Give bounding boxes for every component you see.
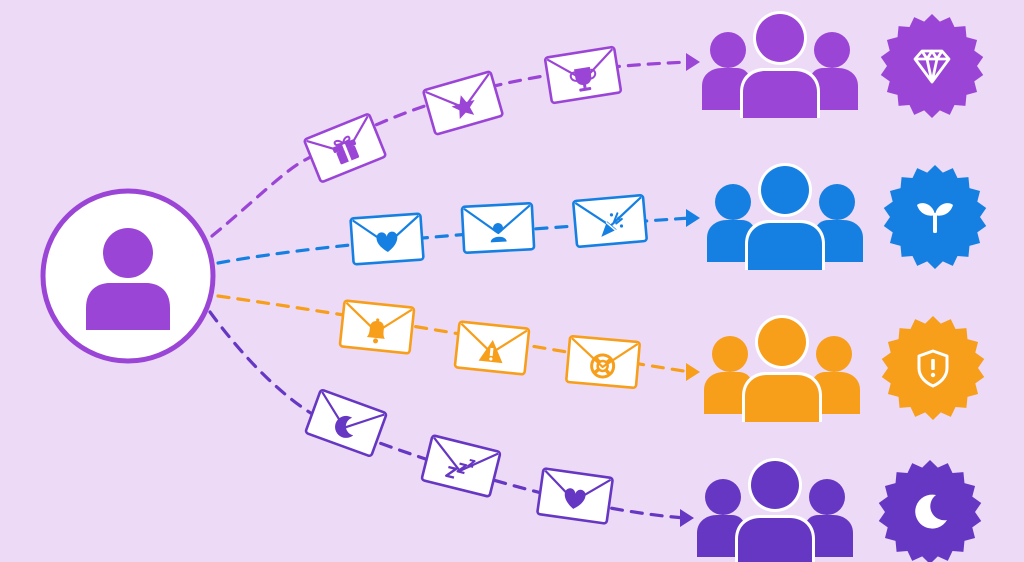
user-icon (86, 228, 170, 330)
lifebuoy-icon (590, 353, 616, 379)
arrow-head (686, 363, 700, 381)
sleep-zzz-icon (445, 458, 476, 479)
party-popper-icon (601, 212, 624, 237)
moon-icon (335, 415, 354, 438)
segment-badge (880, 14, 984, 118)
gift-icon (332, 135, 360, 165)
segment-badge (883, 165, 987, 269)
segment-vip (210, 11, 984, 238)
heart-icon (376, 231, 398, 252)
star-icon (451, 95, 475, 120)
envelope (572, 193, 648, 249)
diamond-icon (913, 49, 951, 84)
envelope (543, 45, 623, 105)
user-group-icon (697, 458, 853, 562)
bell-icon (366, 318, 385, 344)
shield-alert-icon (917, 349, 949, 388)
envelope (304, 388, 388, 458)
user-icon (490, 223, 507, 243)
user-group-icon (707, 163, 863, 270)
segment-badge (878, 460, 982, 562)
envelope (460, 202, 536, 254)
arrow-head (680, 509, 694, 527)
warning-icon (478, 340, 503, 364)
segment-at-risk (216, 294, 985, 422)
segment-new (216, 163, 987, 270)
envelope (565, 334, 641, 390)
envelope (338, 299, 416, 355)
heart-icon (564, 488, 586, 509)
arrow-head (686, 53, 700, 71)
moon-icon (915, 494, 947, 529)
sender-avatar (40, 188, 216, 364)
envelope (349, 212, 425, 266)
sprout-icon (917, 203, 953, 233)
envelope (536, 467, 614, 525)
segment-badge (881, 316, 985, 420)
user-group-icon (704, 315, 860, 422)
arrow-head (686, 209, 700, 227)
envelope (422, 70, 504, 136)
envelope (453, 320, 531, 376)
trophy-icon (569, 66, 597, 92)
flow-connector (210, 60, 692, 238)
user-group-icon (702, 11, 858, 118)
segment-dormant (208, 310, 982, 562)
envelope (303, 113, 387, 183)
envelope (420, 434, 502, 498)
